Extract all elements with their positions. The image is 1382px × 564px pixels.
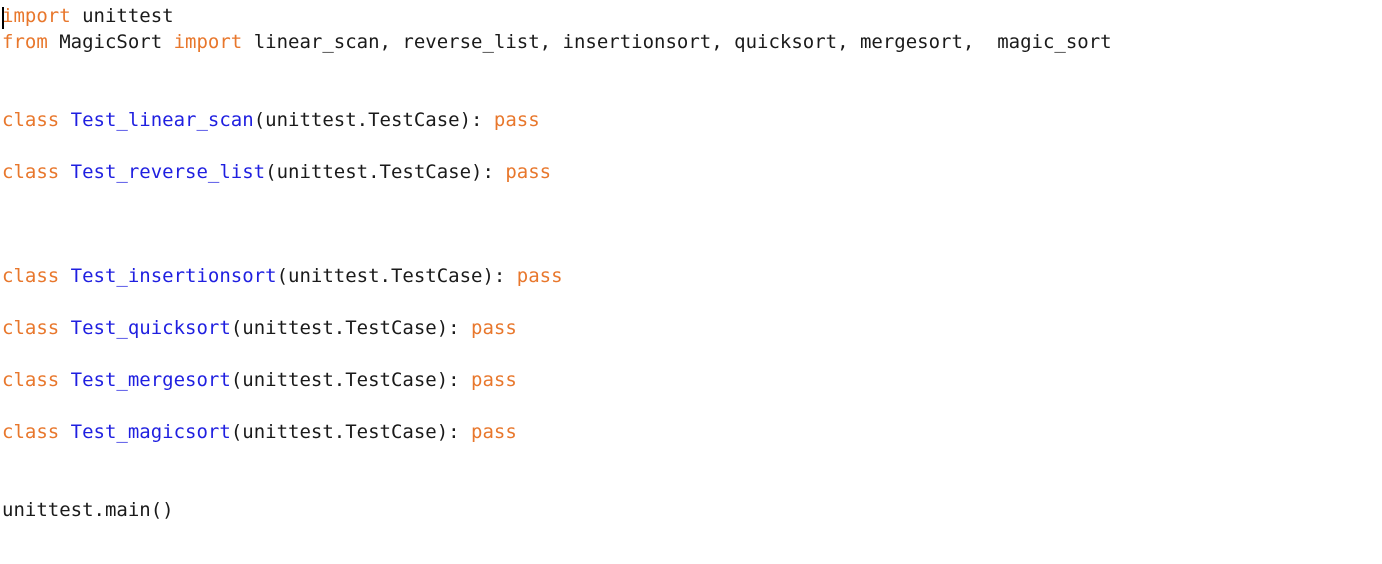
code-line[interactable]: unittest.main(): [2, 497, 1382, 523]
code-line[interactable]: [2, 471, 1382, 497]
code-line[interactable]: class Test_linear_scan(unittest.TestCase…: [2, 107, 1382, 133]
code-line[interactable]: class Test_insertionsort(unittest.TestCa…: [2, 263, 1382, 289]
code-token-plain: [59, 265, 70, 287]
code-line[interactable]: [2, 445, 1382, 471]
code-token-kw: pass: [471, 369, 517, 391]
code-token-plain: MagicSort: [47, 31, 174, 53]
code-token-plain: [59, 161, 70, 183]
code-line[interactable]: [2, 185, 1382, 211]
code-token-plain: (unittest.TestCase):: [230, 421, 472, 443]
code-line[interactable]: [2, 81, 1382, 107]
code-token-plain: (unittest.TestCase):: [230, 317, 472, 339]
code-token-plain: linear_scan, reverse_list, insertionsort…: [242, 31, 1112, 53]
code-line[interactable]: [2, 341, 1382, 367]
code-token-plain: [59, 369, 70, 391]
code-line[interactable]: from MagicSort import linear_scan, rever…: [2, 29, 1382, 55]
code-token-kw: import: [173, 31, 243, 53]
code-token-kw: pass: [493, 109, 540, 131]
code-token-kw: from: [2, 31, 48, 53]
code-token-plain: [59, 421, 70, 443]
code-token-kw: import: [2, 5, 71, 27]
code-token-kw: class: [2, 109, 60, 131]
code-token-cls: Test_magicsort: [70, 421, 231, 443]
code-token-plain: [59, 109, 70, 131]
code-token-cls: Test_insertionsort: [70, 265, 277, 287]
code-line[interactable]: [2, 133, 1382, 159]
code-token-cls: Test_linear_scan: [70, 109, 254, 131]
code-line[interactable]: [2, 55, 1382, 81]
code-token-plain: unittest.main(): [2, 499, 174, 521]
code-line[interactable]: import unittest: [2, 3, 1382, 29]
code-token-plain: (unittest.TestCase):: [230, 369, 472, 391]
code-token-kw: pass: [471, 317, 517, 339]
code-token-plain: unittest: [70, 5, 174, 27]
code-token-plain: (unittest.TestCase):: [265, 161, 506, 183]
code-line[interactable]: [2, 393, 1382, 419]
code-line[interactable]: class Test_reverse_list(unittest.TestCas…: [2, 159, 1382, 185]
code-line[interactable]: [2, 289, 1382, 315]
code-line[interactable]: class Test_quicksort(unittest.TestCase):…: [2, 315, 1382, 341]
code-token-plain: (unittest.TestCase):: [276, 265, 517, 287]
code-line[interactable]: [2, 237, 1382, 263]
code-token-kw: class: [2, 265, 60, 287]
code-token-plain: [59, 317, 70, 339]
code-token-cls: Test_quicksort: [70, 317, 231, 339]
code-token-kw: pass: [516, 265, 563, 287]
code-line[interactable]: [2, 211, 1382, 237]
code-line[interactable]: class Test_magicsort(unittest.TestCase):…: [2, 419, 1382, 445]
code-token-cls: Test_reverse_list: [70, 161, 266, 183]
code-token-cls: Test_mergesort: [70, 369, 231, 391]
code-token-kw: class: [2, 421, 60, 443]
code-token-kw: pass: [505, 161, 552, 183]
code-token-kw: class: [2, 317, 60, 339]
code-token-kw: class: [2, 161, 60, 183]
code-line[interactable]: class Test_mergesort(unittest.TestCase):…: [2, 367, 1382, 393]
code-token-kw: pass: [471, 421, 517, 443]
code-token-kw: class: [2, 369, 60, 391]
text-caret: [2, 7, 4, 29]
code-token-plain: (unittest.TestCase):: [253, 109, 494, 131]
